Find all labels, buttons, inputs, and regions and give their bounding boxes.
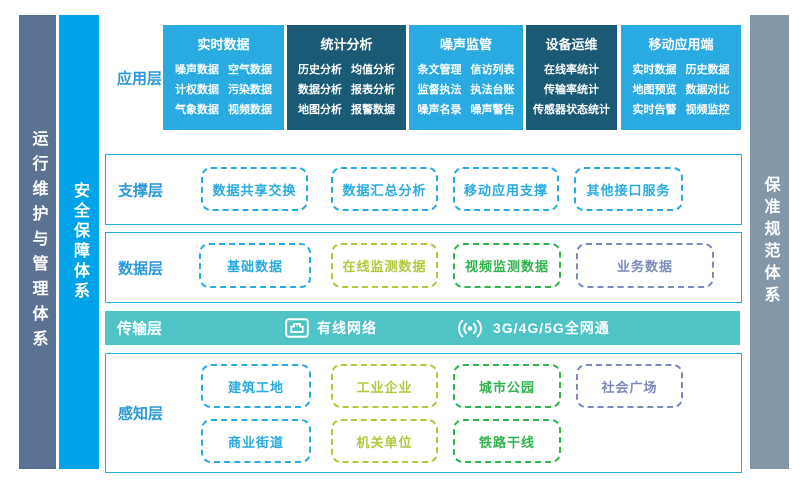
app-module-row: 实时告警视频监控 <box>621 100 741 120</box>
perception-item: 建筑工地 <box>201 364 311 408</box>
app-module-item: 报警数据 <box>351 104 395 116</box>
app-module-row: 监督执法执法台账 <box>409 80 523 100</box>
app-module-item: 信访列表 <box>470 64 515 76</box>
app-module-row: 条文管理信访列表 <box>409 60 523 80</box>
app-module-row: 在线率统计 <box>526 60 617 80</box>
support-item: 数据共享交换 <box>201 167 308 211</box>
perception-item: 城市公园 <box>453 364 561 408</box>
data-item: 业务数据 <box>576 243 714 288</box>
app-module-item: 噪声数据 <box>175 64 219 76</box>
app-module-item: 污染数据 <box>228 84 272 96</box>
app-module-row: 计权数据污染数据 <box>163 80 284 100</box>
ethernet-icon <box>285 318 309 338</box>
app-module-row: 噪声数据空气数据 <box>163 60 284 80</box>
perception-item: 机关单位 <box>331 419 438 463</box>
app-module-item: 地图预览 <box>632 84 677 96</box>
support-item: 移动应用支撑 <box>453 167 559 211</box>
transmission-layer-label: 传输层 <box>117 320 163 338</box>
wireless-icon <box>455 319 485 338</box>
app-module-item: 传感器状态统计 <box>533 104 610 116</box>
app-module-row: 数据分析报表分析 <box>287 80 406 100</box>
app-module: 噪声监管条文管理信访列表监督执法执法台账噪声名录噪声警告 <box>409 25 523 130</box>
transmission-item: 有线网络 <box>285 311 377 345</box>
data-item: 视频监测数据 <box>453 243 561 288</box>
sidebar-security-assurance: 安全保障体系 <box>59 15 99 469</box>
app-module-title: 设备运维 <box>545 37 598 52</box>
app-module: 实时数据噪声数据空气数据计权数据污染数据气象数据视频数据 <box>163 25 284 130</box>
app-module-item: 执法台账 <box>470 84 515 96</box>
app-module-row: 传感器状态统计 <box>526 100 617 120</box>
app-module: 移动应用端实时数据历史数据地图预览数据对比实时告警视频监控 <box>621 25 741 130</box>
sidebar-standard-specification: 保准规范体系 <box>750 15 789 469</box>
transmission-layer: 传输层 有线网络 3G/4G/5G全网通 <box>105 311 740 345</box>
transmission-item-label: 3G/4G/5G全网通 <box>493 320 610 336</box>
transmission-item: 3G/4G/5G全网通 <box>455 311 610 345</box>
data-layer: 数据层 基础数据在线监测数据视频监测数据业务数据 <box>105 232 742 303</box>
data-item: 在线监测数据 <box>331 243 438 288</box>
app-module: 设备运维在线率统计传输率统计传感器状态统计 <box>526 25 617 130</box>
app-module-item: 气象数据 <box>175 104 219 116</box>
app-module-item: 数据对比 <box>685 84 730 96</box>
app-module-item: 噪声名录 <box>417 104 462 116</box>
app-module-item: 计权数据 <box>175 84 219 96</box>
perception-layer: 感知层 建筑工地工业企业城市公园社会广场商业街道机关单位铁路干线 <box>105 353 742 473</box>
support-layer: 支撑层 数据共享交换数据汇总分析移动应用支撑其他接口服务 <box>105 154 742 225</box>
app-module-row: 传输率统计 <box>526 80 617 100</box>
app-module-title: 实时数据 <box>197 37 250 52</box>
app-module-item: 地图分析 <box>298 104 342 116</box>
app-module-item: 历史数据 <box>685 64 730 76</box>
data-layer-label: 数据层 <box>118 260 164 277</box>
app-module-item: 在线率统计 <box>544 64 599 76</box>
transmission-item-label: 有线网络 <box>317 320 377 336</box>
app-module-item: 传输率统计 <box>544 84 599 96</box>
app-module: 统计分析历史分析均值分析数据分析报表分析地图分析报警数据 <box>287 25 406 130</box>
app-module-item: 实时数据 <box>632 64 677 76</box>
app-module-item: 视频数据 <box>228 104 272 116</box>
app-module-item: 噪声警告 <box>470 104 515 116</box>
perception-layer-label: 感知层 <box>118 405 164 423</box>
app-module-row: 气象数据视频数据 <box>163 100 284 120</box>
app-module-row: 地图预览数据对比 <box>621 80 741 100</box>
app-module-title: 噪声监管 <box>439 37 492 52</box>
app-module-row: 历史分析均值分析 <box>287 60 406 80</box>
perception-item: 社会广场 <box>576 364 683 408</box>
app-module-item: 历史分析 <box>298 64 342 76</box>
application-layer: 应用层 实时数据噪声数据空气数据计权数据污染数据气象数据视频数据统计分析历史分析… <box>105 25 741 130</box>
application-layer-label: 应用层 <box>117 70 163 87</box>
support-item: 其他接口服务 <box>574 167 683 211</box>
app-module-row: 地图分析报警数据 <box>287 100 406 120</box>
app-module-item: 数据分析 <box>298 84 342 96</box>
app-module-row: 实时数据历史数据 <box>621 60 741 80</box>
app-module-item: 实时告警 <box>632 104 677 116</box>
app-module-item: 报表分析 <box>351 84 395 96</box>
app-module-item: 视频监控 <box>685 104 730 116</box>
app-module-title: 移动应用端 <box>648 37 714 52</box>
perception-item: 商业街道 <box>201 419 311 463</box>
data-item: 基础数据 <box>199 243 311 288</box>
perception-item: 工业企业 <box>331 364 438 408</box>
perception-item: 铁路干线 <box>453 419 561 463</box>
app-module-item: 均值分析 <box>351 64 395 76</box>
support-layer-label: 支撑层 <box>118 182 164 199</box>
support-item: 数据汇总分析 <box>331 167 438 211</box>
app-module-row: 噪声名录噪声警告 <box>409 100 523 120</box>
app-module-title: 统计分析 <box>320 37 373 52</box>
sidebar-operation-maintenance-management: 运行维护与管理体系 <box>19 15 56 469</box>
app-module-item: 空气数据 <box>228 64 272 76</box>
app-module-item: 监督执法 <box>417 84 462 96</box>
app-module-item: 条文管理 <box>417 64 462 76</box>
